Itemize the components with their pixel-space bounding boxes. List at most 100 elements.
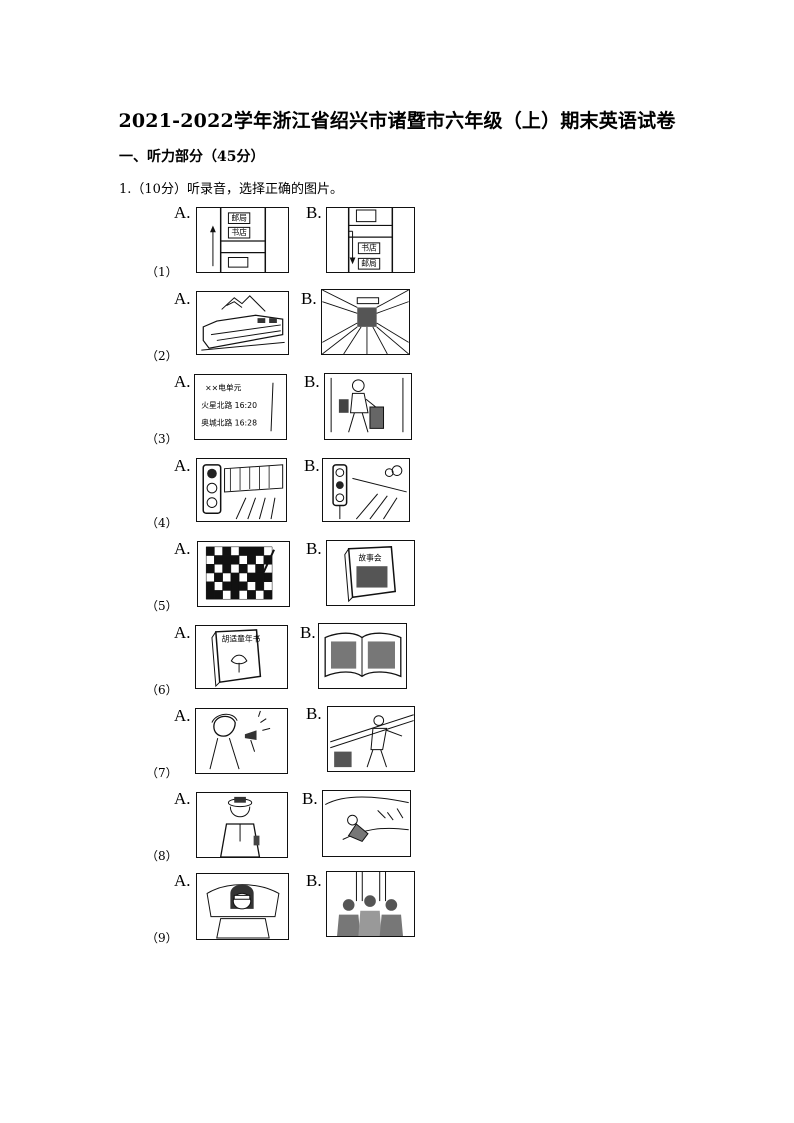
traffic-light-bike-icon[interactable] [322, 458, 410, 522]
option-b-label: B. [306, 704, 322, 723]
crossword-cell [256, 556, 264, 565]
question-item-4: A. B. （4） [0, 454, 794, 534]
question-item-5: A. B. 故事会 （5） [0, 537, 794, 617]
option-b-label: B. [304, 372, 320, 391]
crossword-cell [256, 564, 264, 573]
pencil-icon [262, 550, 274, 575]
question-number: （5） [146, 599, 178, 613]
option-a-label: A. [174, 203, 191, 222]
crossword-cell [206, 573, 214, 582]
crossword-cell [214, 582, 222, 591]
question-number: （9） [146, 931, 178, 945]
crossword-cell [206, 564, 214, 573]
option-a-label: A. [174, 456, 191, 475]
crossword-puzzle-icon[interactable] [197, 541, 290, 607]
book-title: 故事会 [358, 552, 382, 562]
crossword-cell [264, 573, 272, 582]
option-b-label: B. [306, 203, 322, 222]
option-b-label: B. [306, 871, 322, 890]
option-a-label: A. [174, 289, 191, 308]
crossword-cell [223, 556, 231, 565]
crossword-cell [231, 573, 239, 582]
option-a-label: A. [174, 789, 191, 808]
map-post-office-above-bookstore-icon[interactable]: 邮局 书店 [196, 207, 289, 273]
option-b-label: B. [304, 456, 320, 475]
question-item-7: A. B. （7） [0, 704, 794, 784]
crossword-cell [247, 582, 255, 591]
crossword-cell [223, 573, 231, 582]
fairy-tale-book-icon[interactable]: 胡适童年书 [195, 625, 288, 689]
subway-station-icon[interactable] [321, 289, 410, 355]
crossword-cell [247, 556, 255, 565]
crossword-cell [231, 590, 239, 599]
people-crowd-icon[interactable] [326, 871, 415, 937]
question-item-3: A. ××电单元 火星北路 16:20 奥城北路 16:28 B. （3） [0, 370, 794, 450]
question-number: （6） [146, 683, 178, 697]
question-item-6: A. 胡适童年书 B. （6） [0, 621, 794, 701]
traffic-light-bus-icon[interactable] [196, 458, 287, 522]
crossword-cell [239, 556, 247, 565]
crossword-cell [231, 564, 239, 573]
option-a-label: A. [174, 539, 191, 558]
crossword-cell [247, 547, 255, 556]
option-a-label: A. [174, 706, 191, 725]
option-a-label: A. [174, 623, 191, 642]
crossword-cell [214, 590, 222, 599]
crossword-cell [239, 547, 247, 556]
question-prompt: 1.（10分）听录音，选择正确的图片。 [119, 182, 343, 197]
person-hill-icon[interactable] [322, 790, 411, 857]
question-number: （4） [146, 516, 178, 530]
sick-girl-bed-icon[interactable] [196, 873, 289, 940]
option-b-label: B. [306, 539, 322, 558]
page-title: 2021-2022学年浙江省绍兴市诸暨市六年级（上）期末英语试卷 [118, 110, 676, 132]
question-item-1: A. 邮局 书店 B. 书店 邮局 [0, 203, 794, 283]
crossword-cell [256, 582, 264, 591]
ticket-line-1: ××电单元 [205, 383, 241, 393]
crossword-cell [223, 564, 231, 573]
question-item-8: A. B. （8） [0, 787, 794, 867]
train-ticket-icon[interactable]: ××电单元 火星北路 16:20 奥城北路 16:28 [194, 374, 287, 440]
crossword-cell [223, 590, 231, 599]
crossword-cell [214, 564, 222, 573]
option-b-label: B. [301, 289, 317, 308]
crossword-cell [239, 582, 247, 591]
open-book-icon[interactable] [318, 623, 407, 689]
crossword-cell [247, 564, 255, 573]
crossword-cell [231, 547, 239, 556]
woman-hair-dryer-icon[interactable] [195, 708, 288, 774]
crossword-cell [206, 547, 214, 556]
map-label-bookstore: 书店 [361, 243, 377, 253]
train-mountain-icon[interactable] [196, 291, 289, 355]
map-label-post-office: 邮局 [231, 213, 247, 223]
crossword-cell [264, 582, 272, 591]
story-book-icon[interactable]: 故事会 [326, 540, 415, 606]
option-a-label: A. [174, 871, 191, 890]
map-bookstore-above-post-office-icon[interactable]: 书店 邮局 [326, 207, 415, 273]
crossword-cell [231, 582, 239, 591]
crossword-cell [231, 556, 239, 565]
ticket-line-3: 奥城北路 16:28 [201, 417, 257, 427]
crossword-cell [247, 573, 255, 582]
question-item-9: A. B. （9） [0, 869, 794, 949]
crossword-cell [206, 582, 214, 591]
question-number: （7） [146, 766, 178, 780]
crossword-cell [256, 590, 264, 599]
crossword-cell [214, 547, 222, 556]
question-number: （3） [146, 432, 178, 446]
option-b-label: B. [300, 623, 316, 642]
map-label-bookstore: 书店 [231, 227, 247, 237]
traveler-suitcase-icon[interactable] [324, 373, 412, 440]
option-a-label: A. [174, 372, 191, 391]
crossword-cell [256, 547, 264, 556]
crossword-cell [206, 556, 214, 565]
section-heading: 一、听力部分（45分） [119, 149, 265, 165]
crossword-cell [247, 590, 255, 599]
question-number: （1） [146, 265, 178, 279]
man-window-icon[interactable] [327, 706, 415, 772]
crossword-cell [264, 590, 272, 599]
question-number: （2） [146, 349, 178, 363]
crossword-cell [239, 564, 247, 573]
stewardess-icon[interactable] [196, 792, 288, 858]
crossword-cell [223, 582, 231, 591]
crossword-cell [239, 590, 247, 599]
